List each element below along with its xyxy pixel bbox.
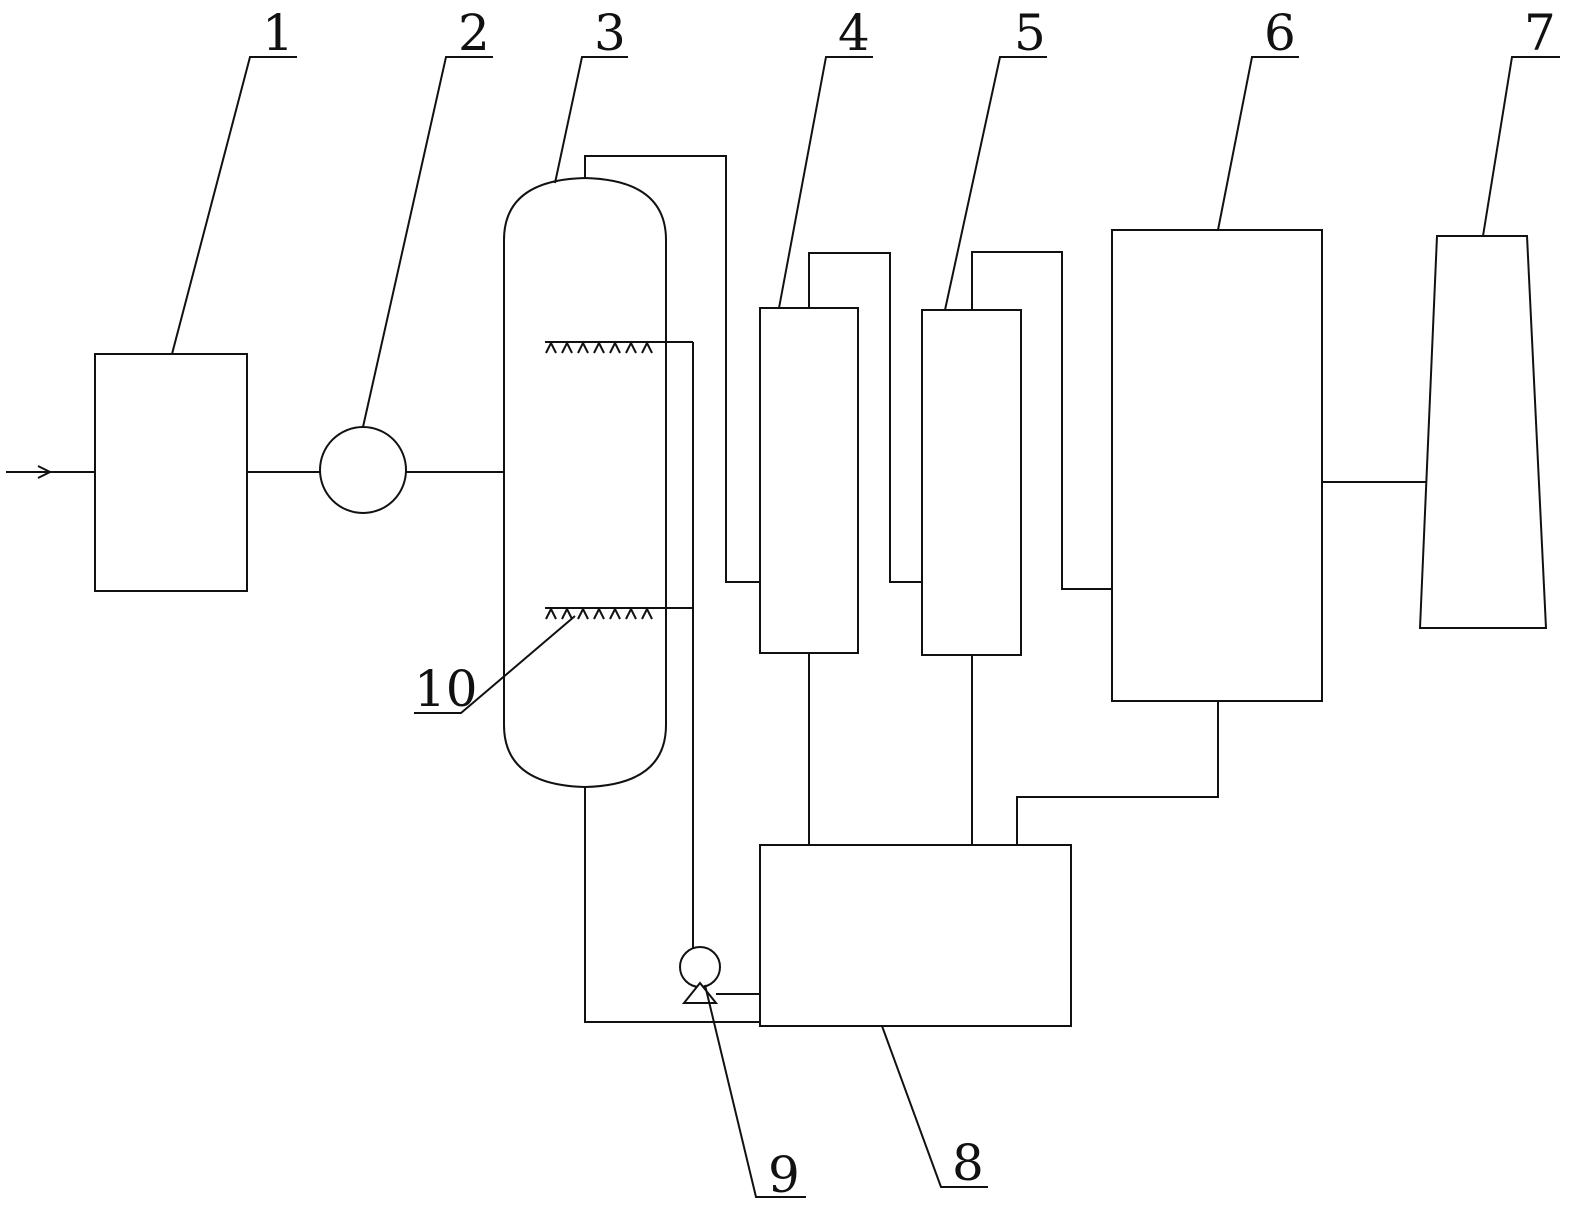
label-3: 3 [594, 4, 626, 62]
tank-8-box [759, 844, 1072, 1027]
label-6: 6 [1264, 4, 1296, 62]
leader-4 [778, 56, 873, 309]
lower-spray-nozzles-icon [545, 606, 693, 620]
fan-circle-icon [319, 426, 407, 514]
pump-icon [679, 946, 721, 1004]
label-8: 8 [952, 1134, 984, 1192]
leader-8 [881, 1025, 988, 1188]
label-9: 9 [768, 1146, 800, 1204]
pipe-3-top-to-4 [584, 155, 760, 583]
leader-7 [1482, 56, 1560, 237]
leader-5 [944, 56, 1047, 311]
pipe-6-drain-to-8 [1016, 701, 1219, 845]
label-1: 1 [262, 4, 294, 62]
tower-vessel-3 [503, 176, 667, 789]
upper-spray-nozzles-icon [545, 340, 693, 354]
label-2: 2 [458, 4, 490, 62]
label-10: 10 [414, 660, 478, 718]
equipment-1-box [94, 353, 248, 592]
leader-9 [704, 984, 806, 1198]
equipment-6-box [1111, 229, 1323, 702]
leader-10 [414, 615, 576, 714]
equipment-5-box [921, 309, 1022, 656]
pipe-5-to-6 [971, 251, 1112, 590]
equipment-4-box [759, 307, 859, 654]
inlet-arrow-icon [6, 465, 95, 479]
label-7: 7 [1524, 4, 1556, 62]
pipe-3-bottom-to-8 [584, 787, 760, 1023]
pipe-4-to-5 [808, 252, 922, 583]
leader-3 [554, 56, 628, 184]
leader-2 [362, 56, 493, 428]
chimney-stack-icon [1418, 235, 1548, 629]
label-4: 4 [838, 4, 870, 62]
leader-6 [1217, 56, 1299, 231]
label-5: 5 [1014, 4, 1046, 62]
leader-1 [171, 56, 297, 355]
